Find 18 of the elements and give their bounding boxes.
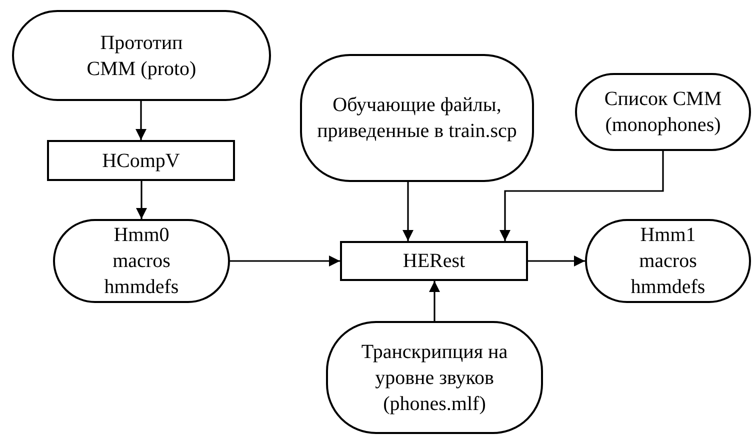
node-label: Hmm0 macros hmmdefs bbox=[103, 223, 180, 300]
arrow bbox=[230, 256, 340, 266]
arrow bbox=[136, 101, 146, 140]
node-label: Hmm1 macros hmmdefs bbox=[630, 223, 706, 300]
node-label: HERest bbox=[402, 249, 466, 274]
arrow bbox=[136, 181, 147, 219]
process-box bbox=[340, 241, 528, 281]
node-label: Список СММ (monophones) bbox=[603, 87, 723, 138]
node-label: Прототип СММ (proto) bbox=[86, 30, 196, 82]
arrow bbox=[402, 182, 414, 241]
node-label: HCompV bbox=[102, 148, 180, 174]
arrow bbox=[429, 281, 440, 321]
process-box bbox=[47, 140, 235, 181]
terminal-shape bbox=[300, 54, 534, 182]
arrow bbox=[528, 256, 585, 266]
node-label: Обучающие файлы, приведенные в train.scp bbox=[317, 93, 517, 144]
arrow bbox=[500, 151, 664, 241]
node-label: Транскрипция на уровне звуков (phones.mlf) bbox=[360, 340, 509, 416]
